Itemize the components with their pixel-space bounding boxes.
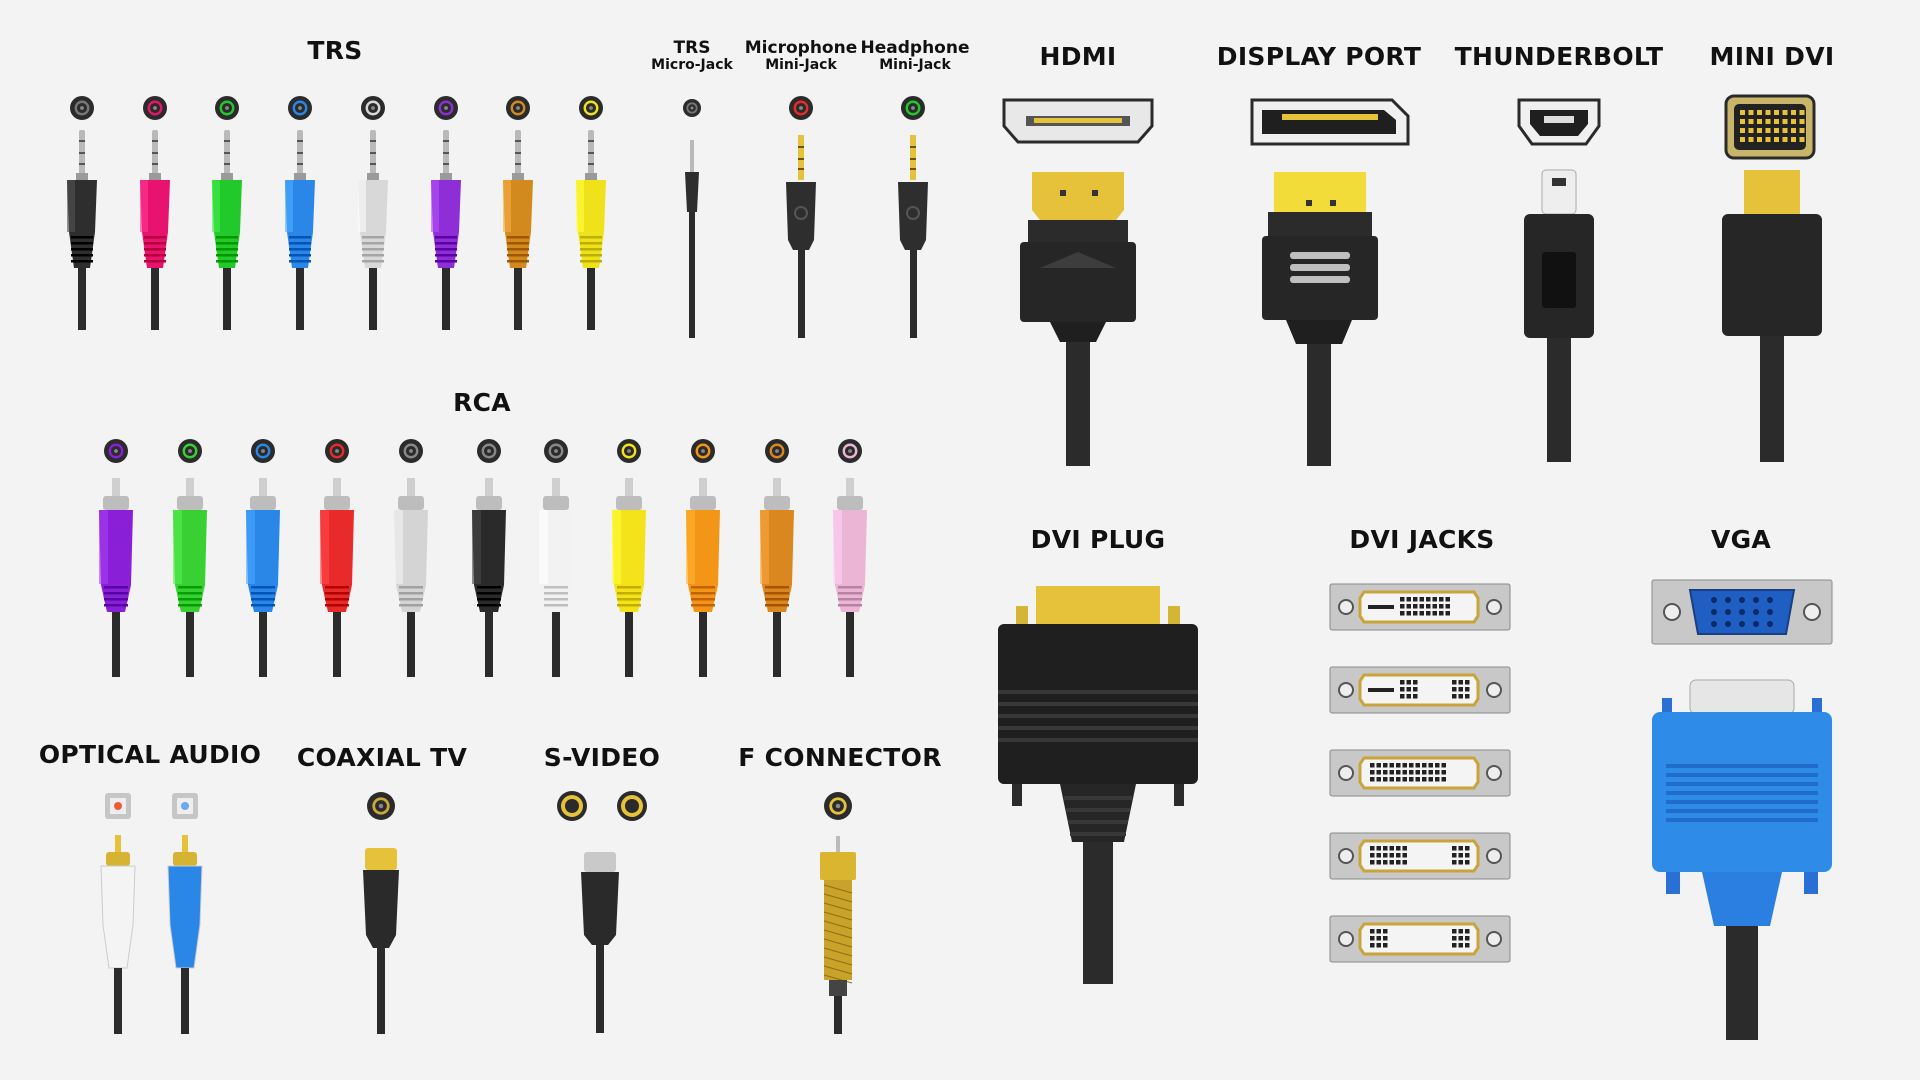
coaxial-tv-plug xyxy=(363,792,399,1034)
trs-micro-title: TRS Micro-Jack xyxy=(651,38,733,73)
dvi-plug xyxy=(998,586,1198,984)
microphone-plug xyxy=(786,96,816,338)
dvi-jacks-title: DVI JACKS xyxy=(1349,525,1495,554)
rca-plug xyxy=(394,439,428,677)
trs-plug xyxy=(431,96,461,330)
rca-plug xyxy=(320,439,354,677)
optical-audio-title: OPTICAL AUDIO xyxy=(38,740,262,769)
s-video-jacks xyxy=(557,791,647,821)
hdmi-title: HDMI xyxy=(1039,42,1117,71)
dvi-jack xyxy=(1329,749,1511,797)
trs-plug xyxy=(358,96,388,330)
rca-title: RCA xyxy=(453,388,511,417)
rca-plug xyxy=(539,439,573,677)
trs-plug xyxy=(67,96,97,330)
trs-plug xyxy=(212,96,242,330)
trs-plug xyxy=(140,96,170,330)
trs-title: TRS xyxy=(307,36,363,65)
vga-title: VGA xyxy=(1710,525,1772,554)
trs-plug xyxy=(503,96,533,330)
thunderbolt-plug xyxy=(1517,98,1601,462)
display-port-title: DISPLAY PORT xyxy=(1216,42,1422,71)
mini-dvi-plug xyxy=(1722,94,1822,462)
s-video-plug xyxy=(581,852,619,1033)
thunderbolt-title: THUNDERBOLT xyxy=(1454,42,1664,71)
dvi-jack xyxy=(1329,583,1511,631)
rca-plug xyxy=(760,439,794,677)
microphone-sublabel: Mini-Jack xyxy=(765,56,837,73)
microphone-label: Microphone xyxy=(744,38,858,58)
dvi-plug-title: DVI PLUG xyxy=(1030,525,1166,554)
optical-audio-plug xyxy=(167,793,203,1034)
dvi-jack xyxy=(1329,666,1511,714)
trs-plug xyxy=(285,96,315,330)
f-connector-title: F CONNECTOR xyxy=(738,743,942,772)
headphone-label: Headphone xyxy=(860,38,970,58)
display-port-plug xyxy=(1250,98,1410,466)
trs-micro-plug xyxy=(683,99,701,338)
rca-plug xyxy=(612,439,646,677)
microphone-title: Microphone Mini-Jack xyxy=(744,38,858,73)
rca-plug xyxy=(246,439,280,677)
f-connector-plug xyxy=(820,792,856,1034)
s-video-title: S-VIDEO xyxy=(543,743,661,772)
trs-micro-sublabel: Micro-Jack xyxy=(651,56,733,73)
trs-micro-label: TRS xyxy=(673,38,711,58)
mini-dvi-title: MINI DVI xyxy=(1709,42,1835,71)
rca-plug xyxy=(99,439,133,677)
vga-plug xyxy=(1652,679,1832,1040)
vga-jack xyxy=(1651,579,1833,645)
dvi-jack xyxy=(1329,832,1511,880)
optical-audio-plug xyxy=(100,793,136,1034)
trs-plug xyxy=(576,96,606,330)
coaxial-tv-title: COAXIAL TV xyxy=(296,743,468,772)
rca-plug xyxy=(173,439,207,677)
rca-plug xyxy=(686,439,720,677)
rca-plug xyxy=(472,439,506,677)
hdmi-plug xyxy=(1002,98,1154,466)
headphone-plug xyxy=(898,96,928,338)
dvi-jack xyxy=(1329,915,1511,963)
headphone-title: Headphone Mini-Jack xyxy=(860,38,970,73)
rca-plug xyxy=(833,439,867,677)
headphone-sublabel: Mini-Jack xyxy=(879,56,951,73)
